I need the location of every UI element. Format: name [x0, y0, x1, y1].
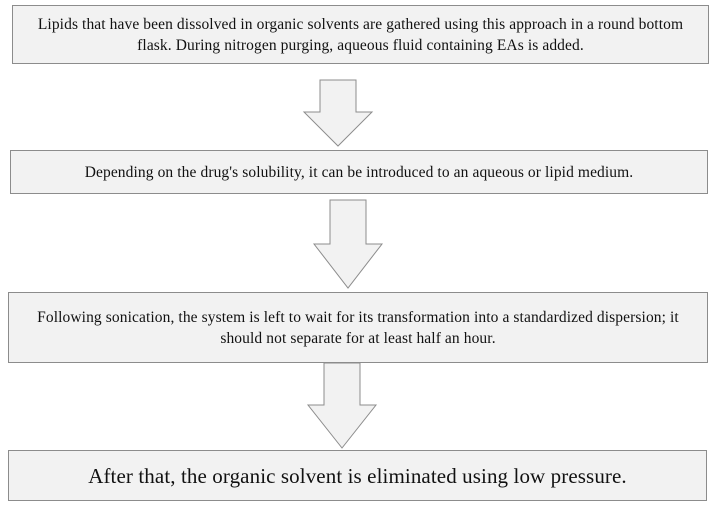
down-arrow-2: [312, 199, 384, 289]
flowchart-step-1: Lipids that have been dissolved in organ…: [12, 5, 709, 64]
step-4-text: After that, the organic solvent is elimi…: [88, 463, 627, 488]
flowchart-step-2: Depending on the drug's solubility, it c…: [10, 150, 708, 194]
step-3-text: Following sonication, the system is left…: [37, 308, 679, 347]
flowchart-step-3: Following sonication, the system is left…: [8, 292, 708, 363]
step-1-text: Lipids that have been dissolved in organ…: [37, 15, 684, 54]
down-arrow-3: [306, 362, 378, 449]
flowchart-step-4: After that, the organic solvent is elimi…: [8, 450, 707, 501]
step-2-text: Depending on the drug's solubility, it c…: [84, 163, 634, 181]
down-arrow-1: [302, 79, 374, 147]
